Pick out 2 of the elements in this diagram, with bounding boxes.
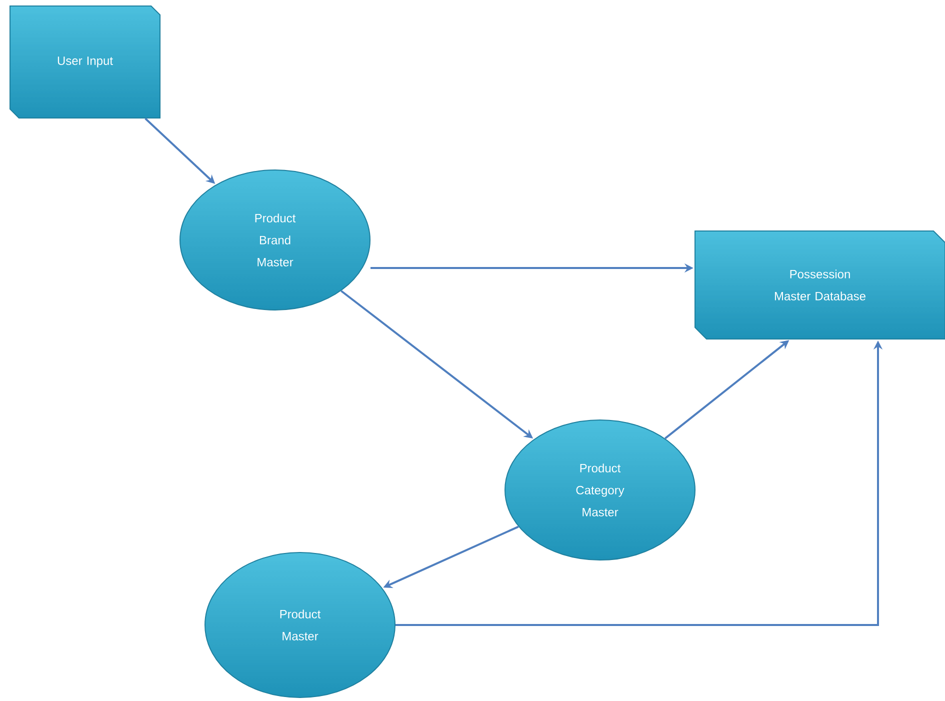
snipped-box: Possession Master Database — [694, 230, 945, 340]
snipped-box: User Input — [10, 6, 160, 118]
